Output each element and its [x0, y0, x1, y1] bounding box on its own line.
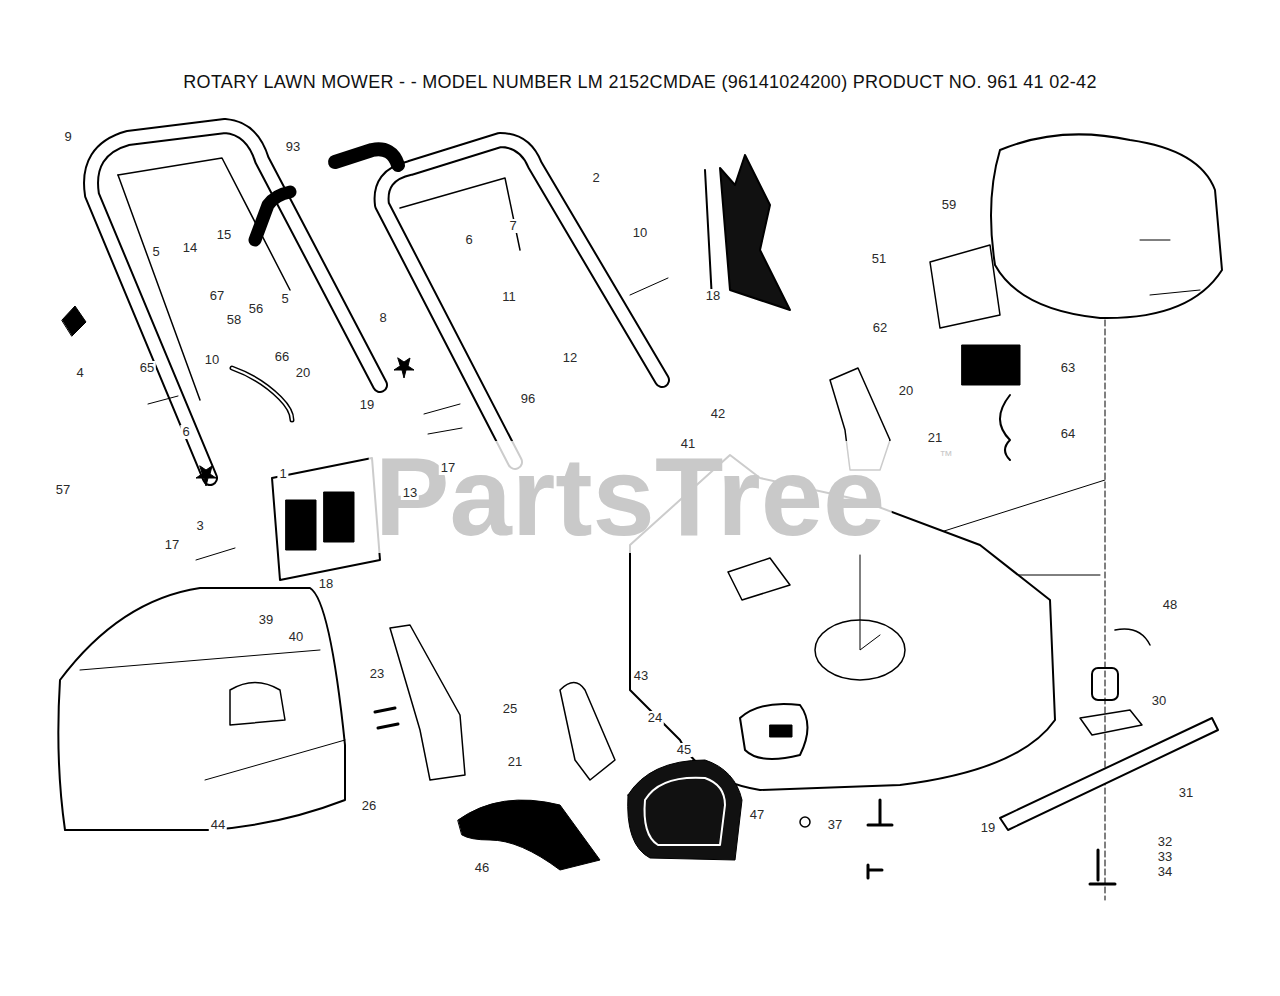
callout-number: 18	[704, 289, 722, 303]
callout-number: 12	[561, 351, 579, 365]
callout-number: 63	[1059, 361, 1077, 375]
callout-number: 6	[180, 425, 191, 439]
callout-number: 17	[163, 538, 181, 552]
callout-number: 15	[215, 228, 233, 242]
callout-number: 19	[358, 398, 376, 412]
callout-number: 21	[926, 431, 944, 445]
callout-number: 10	[203, 353, 221, 367]
callout-number: 47	[748, 808, 766, 822]
callout-number: 44	[209, 818, 227, 832]
callout-number: 4	[74, 366, 85, 380]
callout-number: 5	[279, 292, 290, 306]
callout-number: 10	[631, 226, 649, 240]
watermark: PartsTree	[369, 441, 892, 553]
callout-number: 17	[439, 461, 457, 475]
callout-number: 23	[368, 667, 386, 681]
callout-number: 51	[870, 252, 888, 266]
callout-number: 64	[1059, 427, 1077, 441]
callout-number: 26	[360, 799, 378, 813]
callout-number: 32	[1156, 835, 1174, 849]
callout-number: 66	[273, 350, 291, 364]
callout-number: 30	[1150, 694, 1168, 708]
callout-number: 40	[287, 630, 305, 644]
callout-number: 18	[317, 577, 335, 591]
callout-number: 8	[377, 311, 388, 325]
callout-number: 25	[501, 702, 519, 716]
callout-number: 42	[709, 407, 727, 421]
callout-number: 1	[277, 467, 288, 481]
callout-number: 34	[1156, 865, 1174, 879]
callout-number: 58	[225, 313, 243, 327]
callout-number: 96	[519, 392, 537, 406]
callout-number: 21	[506, 755, 524, 769]
callout-number: 59	[940, 198, 958, 212]
callout-number: 19	[979, 821, 997, 835]
callout-number: 43	[632, 669, 650, 683]
callout-number: 56	[247, 302, 265, 316]
callout-number: 14	[181, 241, 199, 255]
callout-number: 62	[871, 321, 889, 335]
trademark-sign: ™	[940, 448, 953, 463]
callout-number: 6	[463, 233, 474, 247]
diagram-title: ROTARY LAWN MOWER - - MODEL NUMBER LM 21…	[183, 72, 1096, 93]
callout-number: 37	[826, 818, 844, 832]
callout-number: 13	[401, 486, 419, 500]
callout-number: 2	[590, 171, 601, 185]
callout-number: 48	[1161, 598, 1179, 612]
callout-number: 67	[208, 289, 226, 303]
callout-number: 5	[150, 245, 161, 259]
callout-number: 20	[294, 366, 312, 380]
callout-number: 33	[1156, 850, 1174, 864]
callout-number: 57	[54, 483, 72, 497]
callout-number: 41	[679, 437, 697, 451]
callout-number: 7	[507, 219, 518, 233]
callout-number: 46	[473, 861, 491, 875]
callout-number: 20	[897, 384, 915, 398]
callout-number: 31	[1177, 786, 1195, 800]
callout-number: 24	[646, 711, 664, 725]
callout-number: 45	[675, 743, 693, 757]
callout-number: 93	[284, 140, 302, 154]
callout-number: 39	[257, 613, 275, 627]
callout-number: 11	[500, 290, 518, 304]
callout-number: 9	[62, 130, 73, 144]
callout-number: 65	[138, 361, 156, 375]
callout-number: 3	[194, 519, 205, 533]
